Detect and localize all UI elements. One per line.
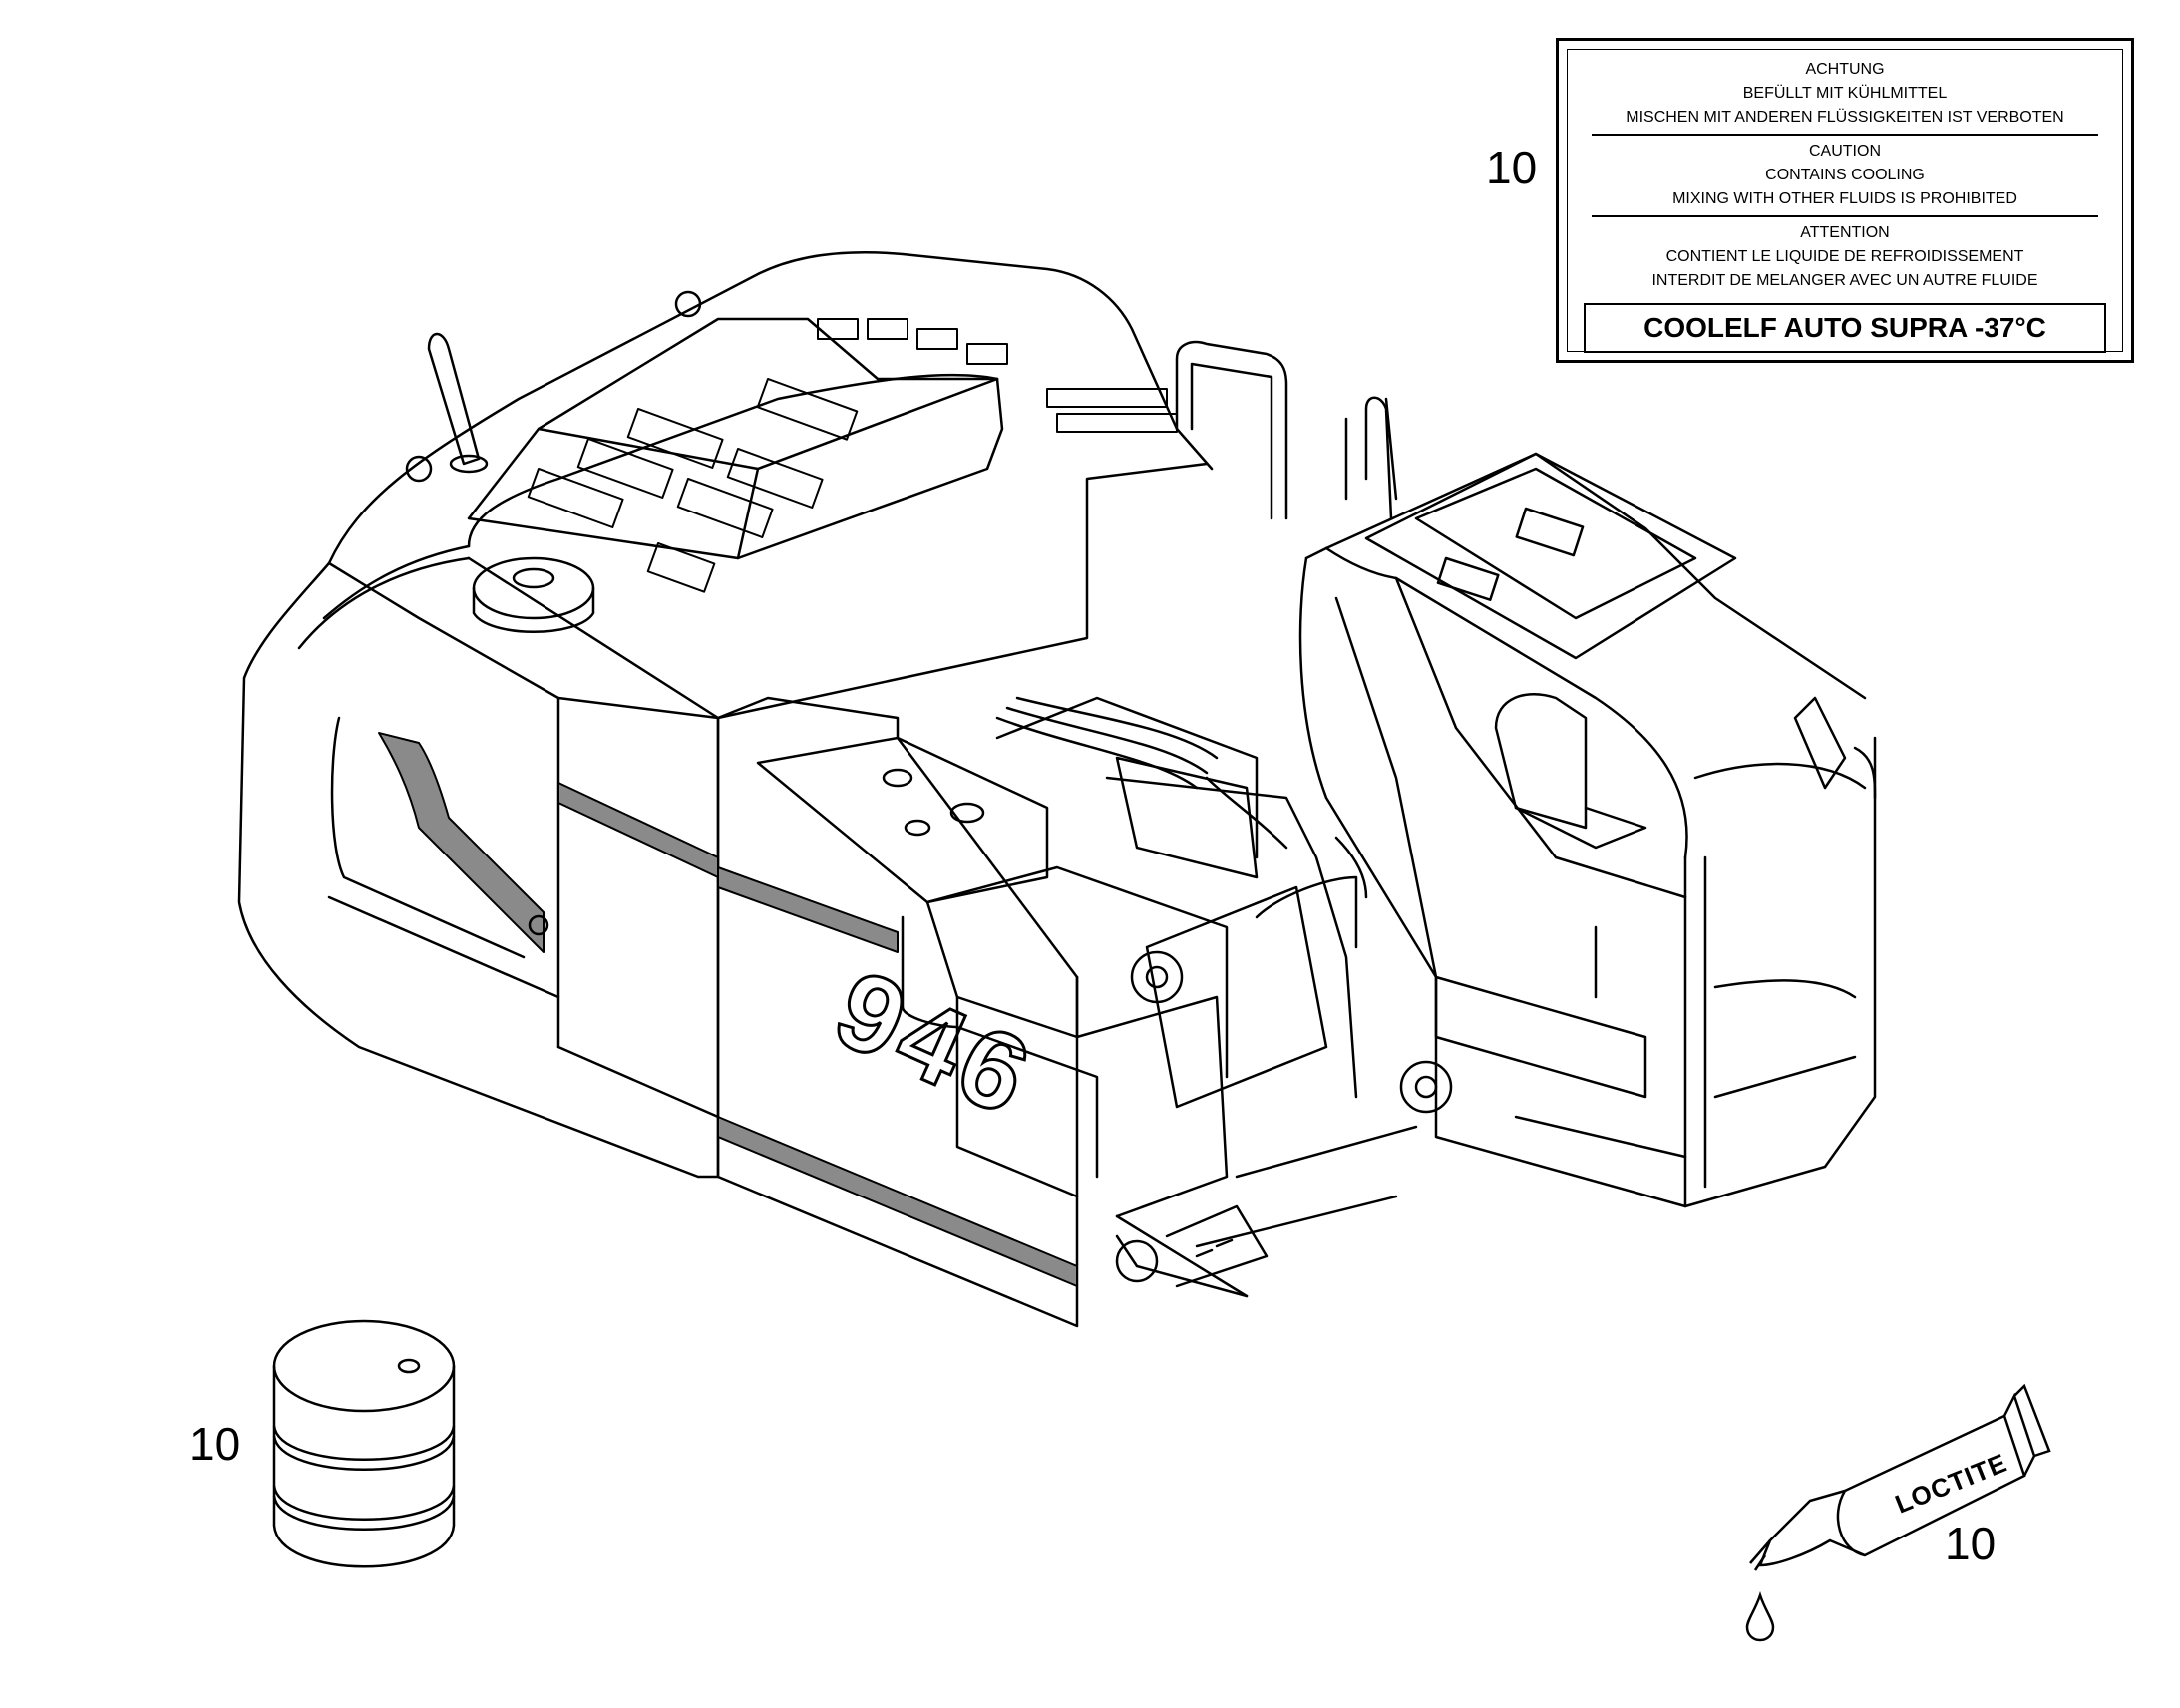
label-de-line: MISCHEN MIT ANDEREN FLÜSSIGKEITEN IST VE… [1626, 109, 2064, 126]
drop-icon [1745, 1591, 1775, 1642]
label-fr-line: CONTIENT LE LIQUIDE DE REFROIDISSEMENT [1665, 248, 2024, 265]
label-en-line: CONTAINS COOLING [1765, 167, 1925, 183]
door-stripe [557, 782, 719, 878]
counterweight-stripe [378, 732, 545, 953]
label-en-heading: CAUTION [1809, 143, 1881, 160]
counterweight [237, 544, 720, 1179]
oil-drum [272, 1319, 456, 1568]
label-separator [1592, 215, 2098, 217]
label-de-line: BEFÜLLT MIT KÜHLMITTEL [1742, 85, 1948, 102]
callout-tube-ref: 10 [1945, 1518, 1997, 1569]
coolant-warning-label: ACHTUNG BEFÜLLT MIT KÜHLMITTEL MISCHEN M… [1556, 38, 2134, 363]
callout-label-ref: 10 [1486, 142, 1538, 193]
operator-cab [1298, 397, 1877, 1208]
exhaust-pipe [427, 332, 489, 474]
door-stripe [717, 866, 899, 953]
side-doors [556, 696, 1079, 1328]
label-fr-heading: ATTENTION [1800, 224, 1890, 241]
air-cleaner-cap [472, 556, 595, 633]
model-badge: 946 [817, 945, 1053, 1142]
label-de-heading: ACHTUNG [1805, 61, 1885, 78]
door-stripe [717, 1116, 1078, 1287]
label-en-line: MIXING WITH OTHER FLUIDS IS PROHIBITED [1672, 190, 2017, 207]
loctite-tube: LOCTITE [1745, 1383, 2051, 1642]
model-number: 946 [818, 947, 1051, 1141]
label-inner-frame: ACHTUNG BEFÜLLT MIT KÜHLMITTEL MISCHEN M… [1567, 49, 2123, 353]
coolant-product-name: COOLELF AUTO SUPRA -37°C [1584, 303, 2106, 353]
hydraulic-tank [756, 736, 1049, 904]
engine-hood [327, 250, 1214, 720]
callout-drum-ref: 10 [189, 1418, 241, 1470]
label-fr-line: INTERDIT DE MELANGER AVEC UN AUTRE FLUID… [1651, 272, 2038, 289]
drum-bung-icon [397, 1358, 421, 1374]
central-frame [925, 696, 1453, 1248]
hood-vents [527, 318, 1178, 593]
label-separator [1592, 134, 2098, 136]
toolbox [925, 900, 1269, 1298]
